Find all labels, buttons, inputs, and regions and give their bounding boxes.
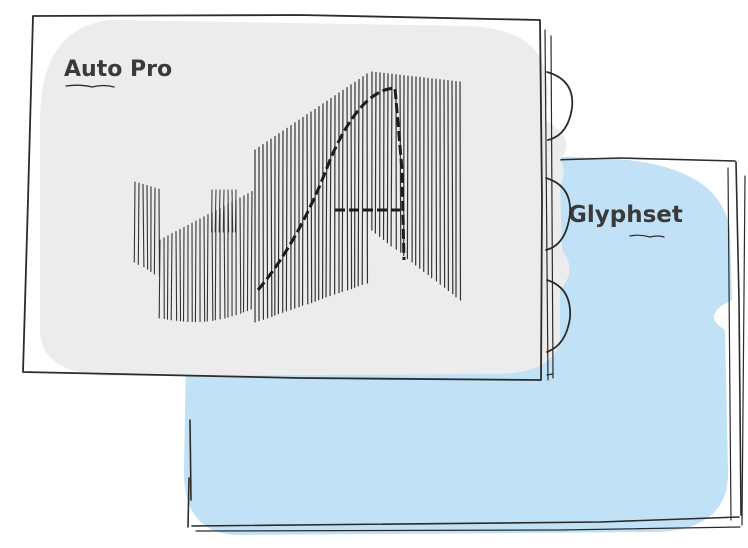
glyph-hatch-stroke: [286, 128, 287, 311]
glyph-hatch-stroke: [207, 215, 208, 321]
glyph-hatch-stroke: [307, 115, 308, 304]
glyph-hatch-stroke: [138, 183, 139, 264]
glyph-hatch-stroke: [180, 229, 181, 320]
glyph-hatch-stroke: [387, 74, 388, 243]
glyph-hatch-stroke: [240, 198, 241, 313]
glyph-hatch-stroke: [444, 80, 445, 287]
glyph-hatch-stroke: [278, 134, 279, 314]
glyph-hatch-stroke: [195, 221, 196, 322]
glyph-hatch-stroke: [167, 236, 168, 319]
glyph-hatch-stroke: [176, 232, 177, 321]
glyph-hatch-stroke: [134, 182, 135, 262]
glyph-hatch-stroke: [347, 88, 348, 290]
glyph-hatch-stroke: [228, 190, 229, 232]
glyph-hatch-stroke: [375, 72, 376, 233]
back-card-title: Glyphset: [568, 202, 683, 228]
glyph-hatch-stroke: [407, 76, 408, 259]
glyph-hatch-stroke: [452, 81, 453, 294]
glyph-hatch-stroke: [235, 190, 236, 232]
glyph-hatch-stroke: [147, 186, 148, 270]
glyph-hatch-stroke: [358, 79, 359, 285]
glyph-hatch-stroke: [342, 90, 343, 291]
front-card-auto-pro: Auto Pro A: [0, 0, 572, 380]
glyph-hatch-stroke: [351, 85, 352, 289]
glyph-hatch-stroke: [204, 217, 205, 321]
glyph-hatch-stroke: [267, 142, 268, 318]
glyph-hatch-stroke: [154, 188, 155, 274]
front-card-title: Auto Pro: [64, 57, 172, 82]
glyph-hatch-stroke: [247, 194, 248, 311]
